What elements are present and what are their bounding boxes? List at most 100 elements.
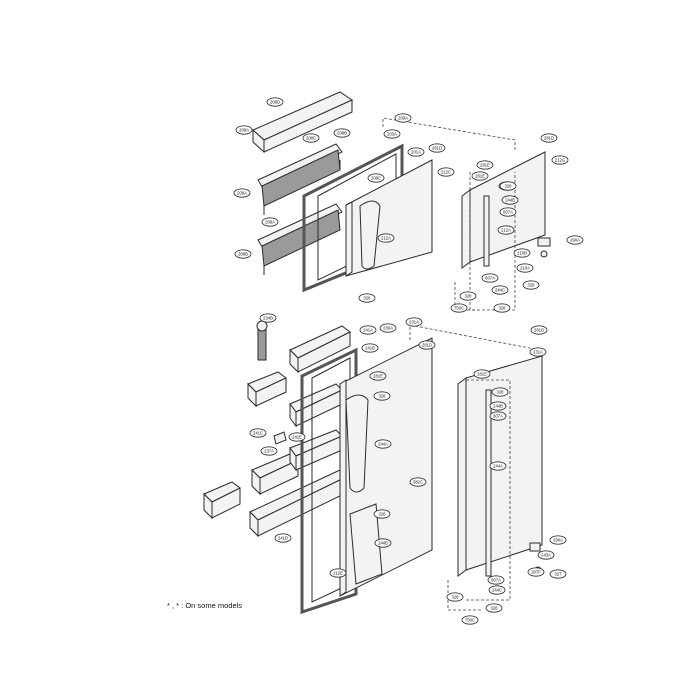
callout-text: 328	[364, 295, 372, 300]
callout-text: 241A	[363, 327, 373, 332]
callout-text: 287F	[531, 569, 541, 574]
small-bin	[203, 481, 241, 520]
door-rack-208a	[257, 143, 343, 215]
lower-shelf-241a	[289, 325, 351, 374]
callout-text: 208A	[265, 219, 275, 224]
callout-text: 241D	[278, 535, 288, 540]
callout-208c: 208C	[302, 133, 320, 143]
callout-241b: 241B	[361, 343, 379, 353]
callout-230a: 230A	[379, 323, 397, 333]
callout-212a: 212A	[377, 233, 395, 243]
callout-text: 382C	[413, 479, 423, 484]
callout-text: 607A	[491, 577, 501, 582]
callout-208a: 208A	[235, 125, 253, 135]
callout-text: 290A	[570, 237, 580, 242]
callout-281d: 281D	[418, 340, 436, 350]
callout-241c: 241C	[249, 428, 267, 438]
lower-door-handle	[345, 394, 383, 585]
callout-243a: 243A	[537, 550, 555, 560]
callout-text: 208C	[371, 175, 381, 180]
callout-607a: 607A	[489, 411, 507, 421]
callout-241e: 241E	[288, 432, 306, 442]
callout-text: 328	[379, 393, 387, 398]
callout-text: 241C	[253, 430, 263, 435]
callout-text: 244B	[493, 403, 503, 408]
callout-382c: 382C	[409, 477, 427, 487]
callout-text: 290A	[553, 537, 563, 542]
callout-290a: 290A	[566, 235, 584, 245]
callout-208d: 208D	[266, 97, 284, 107]
callout-text: 281E	[373, 373, 383, 378]
callout-244c: 244C	[488, 585, 506, 595]
callout-text: 244A	[493, 463, 503, 468]
callout-text: 244A	[378, 441, 388, 446]
callout-210a: 210A	[516, 263, 534, 273]
door-bin-208d	[252, 91, 354, 154]
callout-text: 281D	[422, 342, 432, 347]
callout-281e: 281E	[471, 171, 489, 181]
upper-hinge	[537, 237, 551, 258]
callout-text: 241B	[365, 345, 375, 350]
lower-bin-237a	[251, 453, 299, 496]
callout-328: 328	[459, 291, 477, 301]
callout-210b: 210B	[513, 248, 531, 258]
callout-text: 234B	[263, 315, 273, 320]
callout-text: 607A	[485, 275, 495, 280]
footnote: * , * : On some models	[167, 601, 243, 610]
callout-text: 208B	[337, 130, 347, 135]
callout-text: 208C	[306, 135, 316, 140]
callout-328: 328	[499, 181, 517, 191]
callout-text: 328	[491, 605, 499, 610]
callout-text: 750C	[465, 617, 475, 622]
callout-607a: 607A	[499, 207, 517, 217]
callout-text: 210A	[520, 265, 530, 270]
callout-text: 230A	[383, 325, 393, 330]
callout-244b: 244B	[501, 195, 519, 205]
callout-text: 231A	[533, 349, 543, 354]
callout-327: 327	[549, 569, 567, 579]
callout-text: 210B	[517, 250, 527, 255]
callout-328: 328	[358, 293, 376, 303]
lower-bin-241b	[247, 371, 287, 408]
callout-text: 237A	[264, 448, 274, 453]
callout-text: 281D	[544, 135, 554, 140]
callout-text: 201A	[411, 149, 421, 154]
callout-208a: 208A	[261, 217, 279, 227]
callout-328: 328	[373, 391, 391, 401]
callout-281d: 281D	[540, 133, 558, 143]
callout-328: 328	[485, 603, 503, 613]
callout-208b: 208B	[333, 128, 351, 138]
callout-text: 328	[465, 293, 473, 298]
callout-text: 208B	[238, 251, 248, 256]
upper-door-handle	[359, 200, 381, 270]
callout-203a: 203A	[383, 129, 401, 139]
callout-244b: 244B	[489, 401, 507, 411]
callout-241a: 241A	[359, 325, 377, 335]
callout-209a: 209A	[394, 113, 412, 123]
callout-text: 281E	[477, 371, 487, 376]
callout-328: 328	[446, 592, 464, 602]
callout-212c: 212C	[437, 167, 455, 177]
upper-door-inner-panel	[345, 159, 433, 277]
callout-text: 607A	[493, 413, 503, 418]
callout-text: 212C	[441, 169, 451, 174]
callout-244a: 244A	[374, 439, 392, 449]
clip-241e	[273, 431, 287, 445]
callout-text: 244C	[492, 587, 502, 592]
callout-text: 209A	[237, 190, 247, 195]
door-rack-208a-lower	[257, 203, 343, 275]
callout-text: 212A	[501, 227, 511, 232]
callout-287f: 287F	[527, 567, 545, 577]
callout-text: 212G	[555, 157, 565, 162]
callout-text: 328	[497, 389, 505, 394]
callout-text: 244C	[495, 287, 505, 292]
callout-281e: 281E	[473, 369, 491, 379]
callout-text: 750C	[454, 305, 464, 310]
callout-text: 244B	[378, 540, 388, 545]
callout-text: 328	[505, 183, 513, 188]
callout-750c: 750C	[461, 615, 479, 625]
callout-281d: 281D	[428, 143, 446, 153]
callout-text: 327	[555, 571, 563, 576]
